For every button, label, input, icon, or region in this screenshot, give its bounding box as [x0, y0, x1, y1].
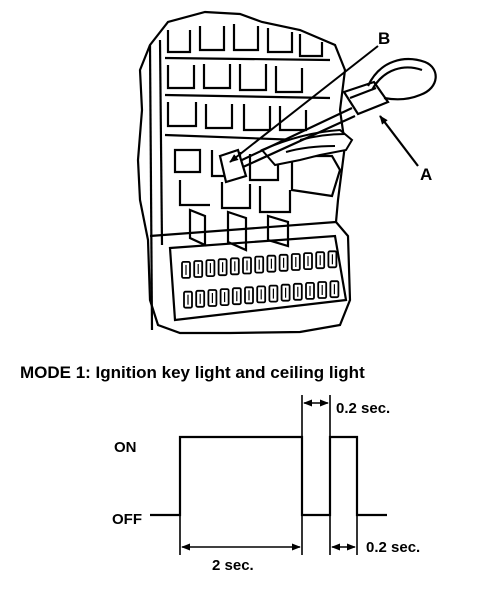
callout-a-label: A — [420, 165, 432, 184]
off-label: OFF — [112, 511, 142, 528]
callout-b-label: B — [378, 29, 390, 48]
gap-bottom-label: 0.2 sec. — [366, 539, 420, 556]
pulse-duration-label: 2 sec. — [212, 557, 254, 574]
jumper-connector-icon — [218, 58, 437, 184]
fuse-grid — [181, 250, 340, 309]
dimension-extensions — [179, 395, 358, 555]
mode-title: MODE 1: Ignition key light and ceiling l… — [20, 363, 365, 382]
gap-top-label: 0.2 sec. — [336, 400, 390, 417]
on-label: ON — [114, 439, 137, 456]
callout-a-leader — [379, 115, 419, 167]
timing-waveform — [150, 435, 387, 517]
callout-b-leader — [229, 45, 379, 163]
